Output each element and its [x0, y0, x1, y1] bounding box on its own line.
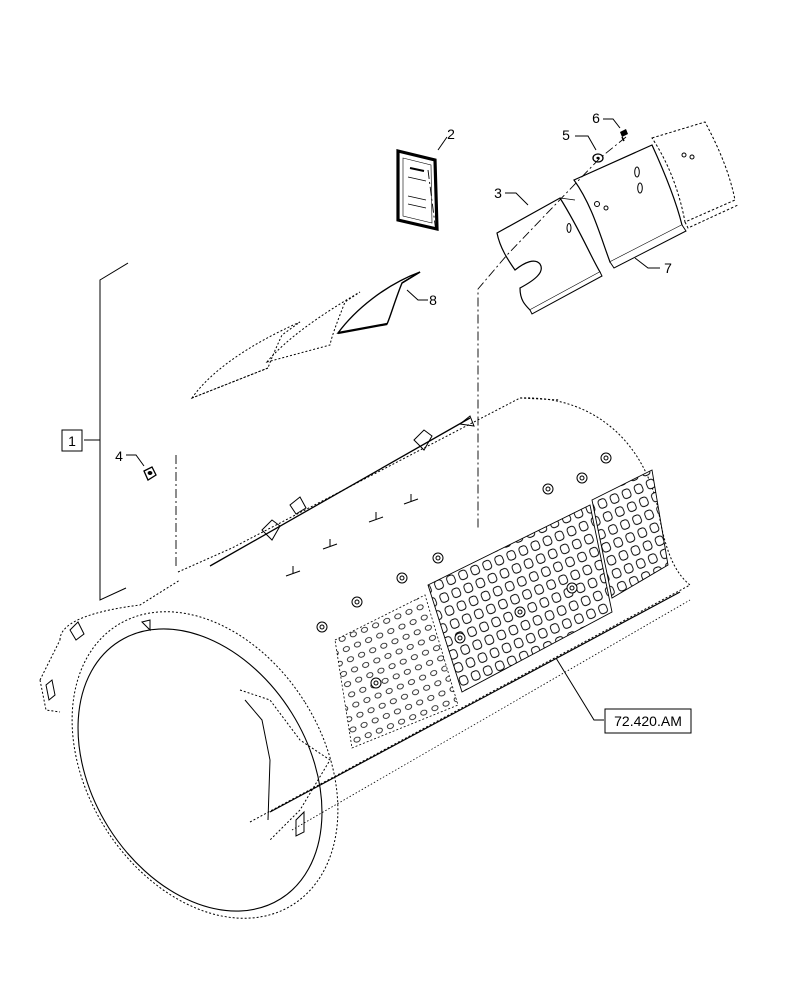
bolt: [620, 129, 628, 142]
perforated-panel: [334, 594, 459, 749]
installation-lines: [175, 136, 627, 568]
callout-box-1: [61, 429, 83, 452]
cover-plate: [496, 197, 603, 315]
callout-4: 4: [115, 448, 123, 464]
housing-bolts: [316, 452, 612, 689]
assembly-bracket: [84, 262, 129, 601]
callout-labels: 1 2 3 4 5 6 7 8 72.420.AM: [61, 110, 692, 734]
callout-1: 1: [68, 433, 76, 449]
callout-5: 5: [562, 127, 570, 143]
reference-label[interactable]: 72.420.AM: [614, 713, 682, 729]
reference-box: [604, 708, 692, 734]
nut: [143, 466, 157, 481]
deflector-strip-outlines: [190, 291, 361, 400]
leader-lines: [126, 118, 660, 721]
decal-plate: [396, 148, 439, 232]
callout-8: 8: [429, 292, 437, 308]
wear-plate: [573, 144, 687, 269]
top-mounting-tabs: [45, 415, 475, 837]
callout-2: 2: [447, 126, 455, 142]
deflector-strip: [336, 271, 421, 335]
slotted-grate-front: [427, 504, 613, 693]
adjacent-plate-outline: [651, 121, 739, 229]
slotted-grate-rear: [591, 469, 669, 599]
callout-7: 7: [664, 260, 672, 276]
callout-6: 6: [592, 110, 600, 126]
callout-3: 3: [494, 185, 502, 201]
washer: [592, 153, 604, 163]
